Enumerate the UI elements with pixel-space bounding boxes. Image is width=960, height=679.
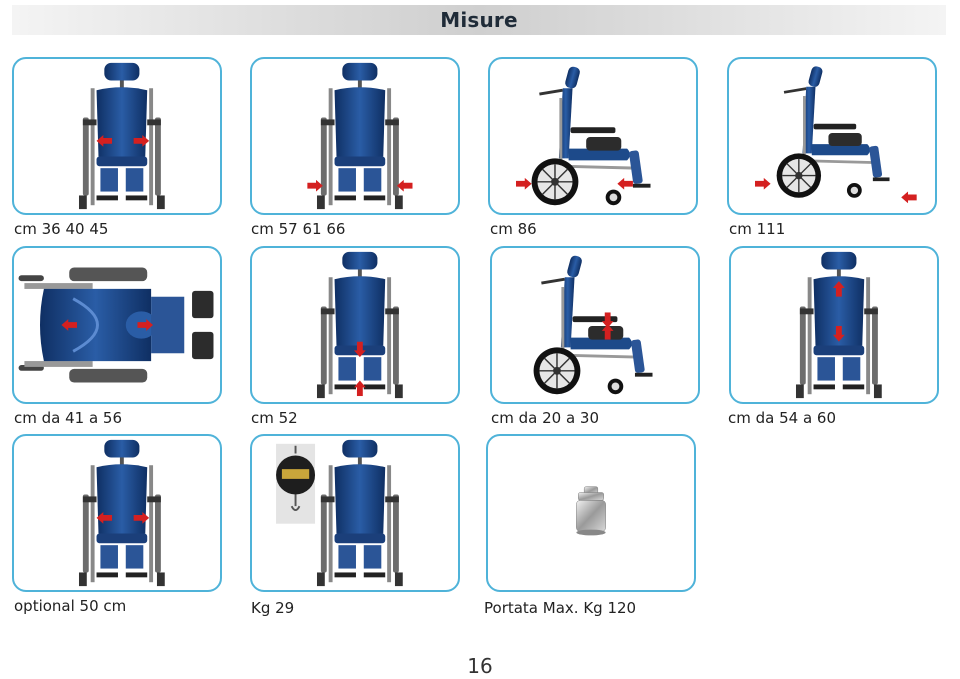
caption-optional-width: optional 50 cm: [14, 597, 127, 615]
measure-card-armrest-height: [490, 246, 700, 404]
page-number: 16: [467, 654, 493, 678]
measure-card-optional-width: [12, 434, 222, 592]
measure-card-weight: [250, 434, 460, 592]
caption-weight: Kg 29: [251, 599, 295, 617]
measure-card-max-load: [486, 434, 696, 592]
measure-card-seat-depth: [12, 246, 222, 404]
hanging-scale-icon: [276, 445, 316, 512]
measure-card-overall-length: [727, 57, 937, 215]
caption-overall-width: cm 57 61 66: [251, 220, 346, 238]
measure-card-backrest-height: [729, 246, 939, 404]
caption-seat-width: cm 36 40 45: [14, 220, 109, 238]
arrow-left-icon: [617, 177, 633, 190]
weight-icon: [576, 486, 606, 536]
caption-max-load: Portata Max. Kg 120: [484, 599, 637, 617]
caption-armrest-height: cm da 20 a 30: [491, 409, 600, 427]
wheelchair-front-image: [316, 251, 403, 399]
title-bar: Misure: [12, 5, 946, 35]
wheelchair-front-image: [78, 439, 165, 587]
arrow-left-icon: [901, 191, 917, 204]
arrow-right-icon: [516, 177, 532, 190]
arrow-right-icon: [755, 177, 771, 190]
arrow-left-icon: [396, 179, 413, 192]
wheelchair-front-image: [795, 251, 882, 399]
wheelchair-front-image: [316, 439, 403, 587]
caption-overall-length: cm 111: [729, 220, 786, 238]
measure-card-overall-width: [250, 57, 460, 215]
measure-card-depth: [488, 57, 698, 215]
caption-depth: cm 86: [490, 220, 537, 238]
arrow-right-icon: [307, 179, 323, 192]
caption-seat-depth: cm da 41 a 56: [14, 409, 123, 427]
wheelchair-side-image: [775, 63, 891, 200]
caption-seat-height: cm 52: [251, 409, 298, 427]
wheelchair-side-image: [532, 253, 654, 396]
wheelchair-front-image: [78, 62, 165, 210]
wheelchair-front-image: [316, 62, 403, 210]
page-title: Misure: [440, 8, 518, 32]
wheelchair-top-image: [17, 266, 215, 384]
caption-backrest-height: cm da 54 a 60: [728, 409, 837, 427]
measure-card-seat-width: [12, 57, 222, 215]
measure-card-seat-height: [250, 246, 460, 404]
